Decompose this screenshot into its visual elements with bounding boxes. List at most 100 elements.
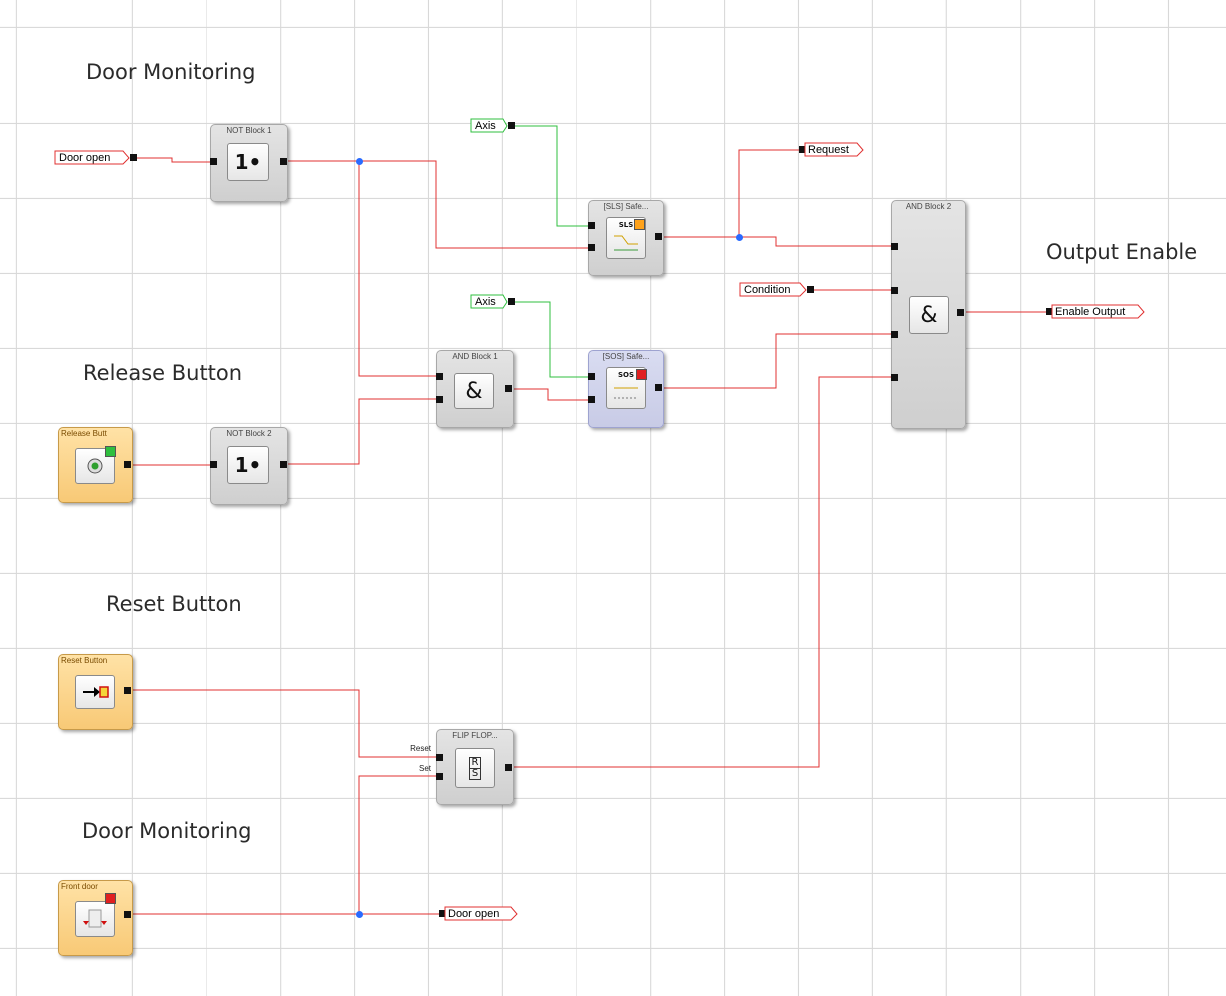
connector-axis-2[interactable]: Axis xyxy=(470,294,515,309)
wire-axis2-to-sos xyxy=(513,301,589,378)
junction-dot xyxy=(356,158,363,165)
port[interactable] xyxy=(124,911,131,918)
wire-sls-to-and2 xyxy=(662,236,892,247)
release-button-block[interactable]: Release Butt xyxy=(58,427,133,503)
port[interactable] xyxy=(891,374,898,381)
section-title-reset-button: Reset Button xyxy=(106,592,242,616)
section-title-door-monitoring-2: Door Monitoring xyxy=(82,819,252,843)
wire-door-open-to-not1 xyxy=(131,157,211,163)
block-title: [SLS] Safe... xyxy=(603,202,649,211)
connector-label: Door open xyxy=(448,908,500,920)
wire-not1-to-and1 xyxy=(358,161,437,377)
port[interactable] xyxy=(505,385,512,392)
wire-axis1-to-sls xyxy=(513,125,589,227)
port[interactable] xyxy=(655,384,662,391)
sos-safe-block[interactable]: [SOS] Safe... SOS xyxy=(588,350,664,428)
door-switch-icon xyxy=(75,901,115,937)
wire-reset-to-flipflop xyxy=(131,689,437,758)
port[interactable] xyxy=(588,222,595,229)
wire-not2-to-and1 xyxy=(286,398,437,465)
flipflop-r: R xyxy=(468,756,482,769)
port[interactable] xyxy=(280,158,287,165)
block-title: Release Butt xyxy=(61,429,107,438)
gate-symbol: 1• xyxy=(234,150,262,174)
connector-label: Axis xyxy=(475,296,496,308)
wire-not1-to-sls xyxy=(286,160,589,249)
error-indicator-icon xyxy=(636,369,647,380)
reset-button-icon xyxy=(75,675,115,709)
flipflop-s: S xyxy=(468,768,482,780)
wire-and1-to-sos xyxy=(512,388,589,401)
port[interactable] xyxy=(124,461,131,468)
port[interactable] xyxy=(436,373,443,380)
port[interactable] xyxy=(891,287,898,294)
port[interactable] xyxy=(436,754,443,761)
and-block-1[interactable]: AND Block 1 & xyxy=(436,350,514,428)
junction-dot xyxy=(736,234,743,241)
not-gate-icon: 1• xyxy=(227,143,269,181)
port[interactable] xyxy=(957,309,964,316)
front-door-block[interactable]: Front door xyxy=(58,880,133,956)
block-title: AND Block 1 xyxy=(452,352,498,361)
section-title-release-button: Release Button xyxy=(83,361,243,385)
block-title: Reset Button xyxy=(61,656,108,665)
connector-label: Request xyxy=(808,144,849,156)
not-block-1[interactable]: NOT Block 1 1• xyxy=(210,124,288,202)
wire-frontdoor-to-flipflop xyxy=(131,775,437,915)
gate-symbol: & xyxy=(920,302,938,328)
wire-flipflop-to-and2 xyxy=(512,376,892,768)
reset-button-block[interactable]: Reset Button xyxy=(58,654,133,730)
block-title: [SOS] Safe... xyxy=(602,352,650,361)
port[interactable] xyxy=(588,373,595,380)
port[interactable] xyxy=(588,244,595,251)
block-title: AND Block 2 xyxy=(905,202,952,211)
flip-flop-block[interactable]: FLIP FLOP... R S xyxy=(436,729,514,805)
wire-sls-to-request xyxy=(738,149,801,237)
connector-door-open-input[interactable]: Door open xyxy=(54,150,137,165)
sls-symbol: SLS xyxy=(618,221,634,229)
connector-door-open-output[interactable]: Door open xyxy=(439,906,521,921)
block-title: FLIP FLOP... xyxy=(452,731,498,740)
port-label-reset: Reset xyxy=(410,744,431,753)
section-title-door-monitoring: Door Monitoring xyxy=(86,60,256,84)
port[interactable] xyxy=(588,396,595,403)
block-title: NOT Block 1 xyxy=(226,126,272,135)
port[interactable] xyxy=(655,233,662,240)
connector-request-output[interactable]: Request xyxy=(799,142,865,157)
port[interactable] xyxy=(505,764,512,771)
gate-symbol: & xyxy=(465,378,483,404)
rs-flip-flop-icon: R S xyxy=(455,748,495,788)
and-gate-icon: & xyxy=(454,373,494,409)
and-block-2[interactable]: AND Block 2 & xyxy=(891,200,966,429)
not-block-2[interactable]: NOT Block 2 1• xyxy=(210,427,288,505)
port[interactable] xyxy=(891,243,898,250)
connector-condition-input[interactable]: Condition xyxy=(739,282,814,297)
section-title-output-enable: Output Enable xyxy=(1046,240,1198,264)
block-title: Front door xyxy=(61,882,98,891)
error-indicator-icon xyxy=(105,893,116,904)
status-ok-icon xyxy=(105,446,116,457)
port[interactable] xyxy=(280,461,287,468)
port[interactable] xyxy=(210,461,217,468)
connector-label: Condition xyxy=(744,284,791,296)
junction-dot xyxy=(356,911,363,918)
connector-label: Enable Output xyxy=(1055,306,1126,318)
port[interactable] xyxy=(891,331,898,338)
wire-sos-to-and2 xyxy=(662,333,892,389)
connector-axis-1[interactable]: Axis xyxy=(470,118,515,133)
block-title: NOT Block 2 xyxy=(226,429,272,438)
not-gate-icon: 1• xyxy=(227,446,269,484)
sos-symbol: SOS xyxy=(617,371,635,379)
connector-enable-output[interactable]: Enable Output xyxy=(1046,304,1150,319)
connector-label: Door open xyxy=(59,152,111,164)
port[interactable] xyxy=(436,773,443,780)
port[interactable] xyxy=(124,687,131,694)
and-gate-icon: & xyxy=(909,296,949,334)
warning-indicator-icon xyxy=(634,219,645,230)
port[interactable] xyxy=(210,158,217,165)
sls-safe-block[interactable]: [SLS] Safe... SLS xyxy=(588,200,664,276)
port[interactable] xyxy=(436,396,443,403)
gate-symbol: 1• xyxy=(234,453,262,477)
port-label-set: Set xyxy=(418,764,431,773)
